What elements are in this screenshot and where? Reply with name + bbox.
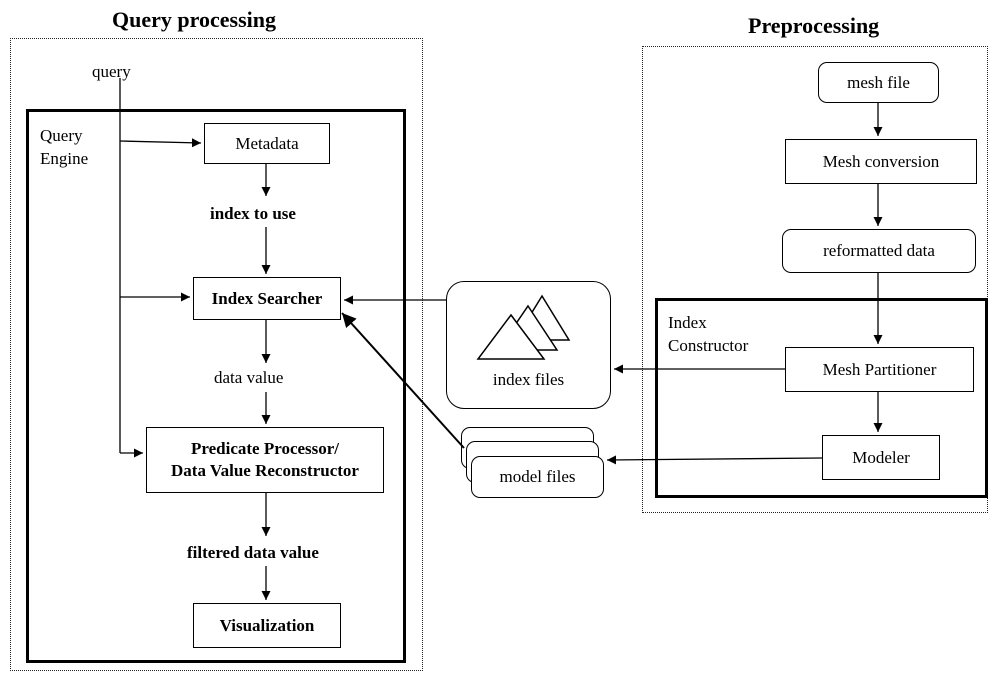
query-processing-title: Query processing <box>112 7 276 32</box>
index-searcher-label: Index Searcher <box>211 288 323 308</box>
query-engine-label-line1: Query <box>40 126 83 145</box>
index-to-use-label: index to use <box>210 204 296 223</box>
mesh-file-label: mesh file <box>847 72 910 92</box>
visualization-label: Visualization <box>219 615 315 635</box>
predicate-processor-line1: Predicate Processor/ <box>190 438 340 458</box>
query-input-label: query <box>92 62 131 81</box>
query-engine-label-line2: Engine <box>40 149 89 168</box>
index-constructor-frame <box>655 298 988 498</box>
model-files-to-searcher <box>341 312 465 449</box>
query-engine-frame <box>26 109 406 663</box>
modeler-box: Modeler <box>822 435 940 480</box>
mesh-partitioner-label: Mesh Partitioner <box>822 359 937 379</box>
index-files-label: index files <box>492 370 565 389</box>
preprocessing-region <box>642 46 988 513</box>
metadata-box: Metadata <box>204 123 330 164</box>
predicate-processor-line2: Data Value Reconstructor <box>171 461 359 480</box>
index-constructor-label-line2: Constructor <box>668 336 749 355</box>
query-processing-region <box>10 38 423 671</box>
mesh-conversion-box: Mesh conversion <box>785 139 977 184</box>
predicate-processor-box: Predicate Processor/ Data Value Reconstr… <box>146 427 384 493</box>
reformatted-data-box: reformatted data <box>782 229 976 273</box>
model-files-box: model files <box>471 456 604 498</box>
modeler-label: Modeler <box>852 447 910 467</box>
visualization-box: Visualization <box>193 603 341 648</box>
mesh-partitioner-box: Mesh Partitioner <box>785 347 974 392</box>
query-to-metadata <box>119 138 202 148</box>
filtered-data-value-label: filtered data value <box>187 543 319 562</box>
data-value-label: data value <box>214 368 284 387</box>
mesh-conversion-label: Mesh conversion <box>822 151 940 171</box>
index-constructor-label-line1: Index <box>668 313 707 332</box>
index-triangle-front <box>476 313 546 360</box>
reformatted-data-label: reformatted data <box>823 241 935 260</box>
metadata-label: Metadata <box>235 133 299 153</box>
model-files-label: model files <box>499 467 576 486</box>
modeler-to-model-files <box>606 455 823 465</box>
index-files-icon <box>476 294 571 360</box>
preprocessing-title: Preprocessing <box>748 13 880 38</box>
index-searcher-box: Index Searcher <box>193 277 341 320</box>
mesh-file-box: mesh file <box>818 62 939 103</box>
